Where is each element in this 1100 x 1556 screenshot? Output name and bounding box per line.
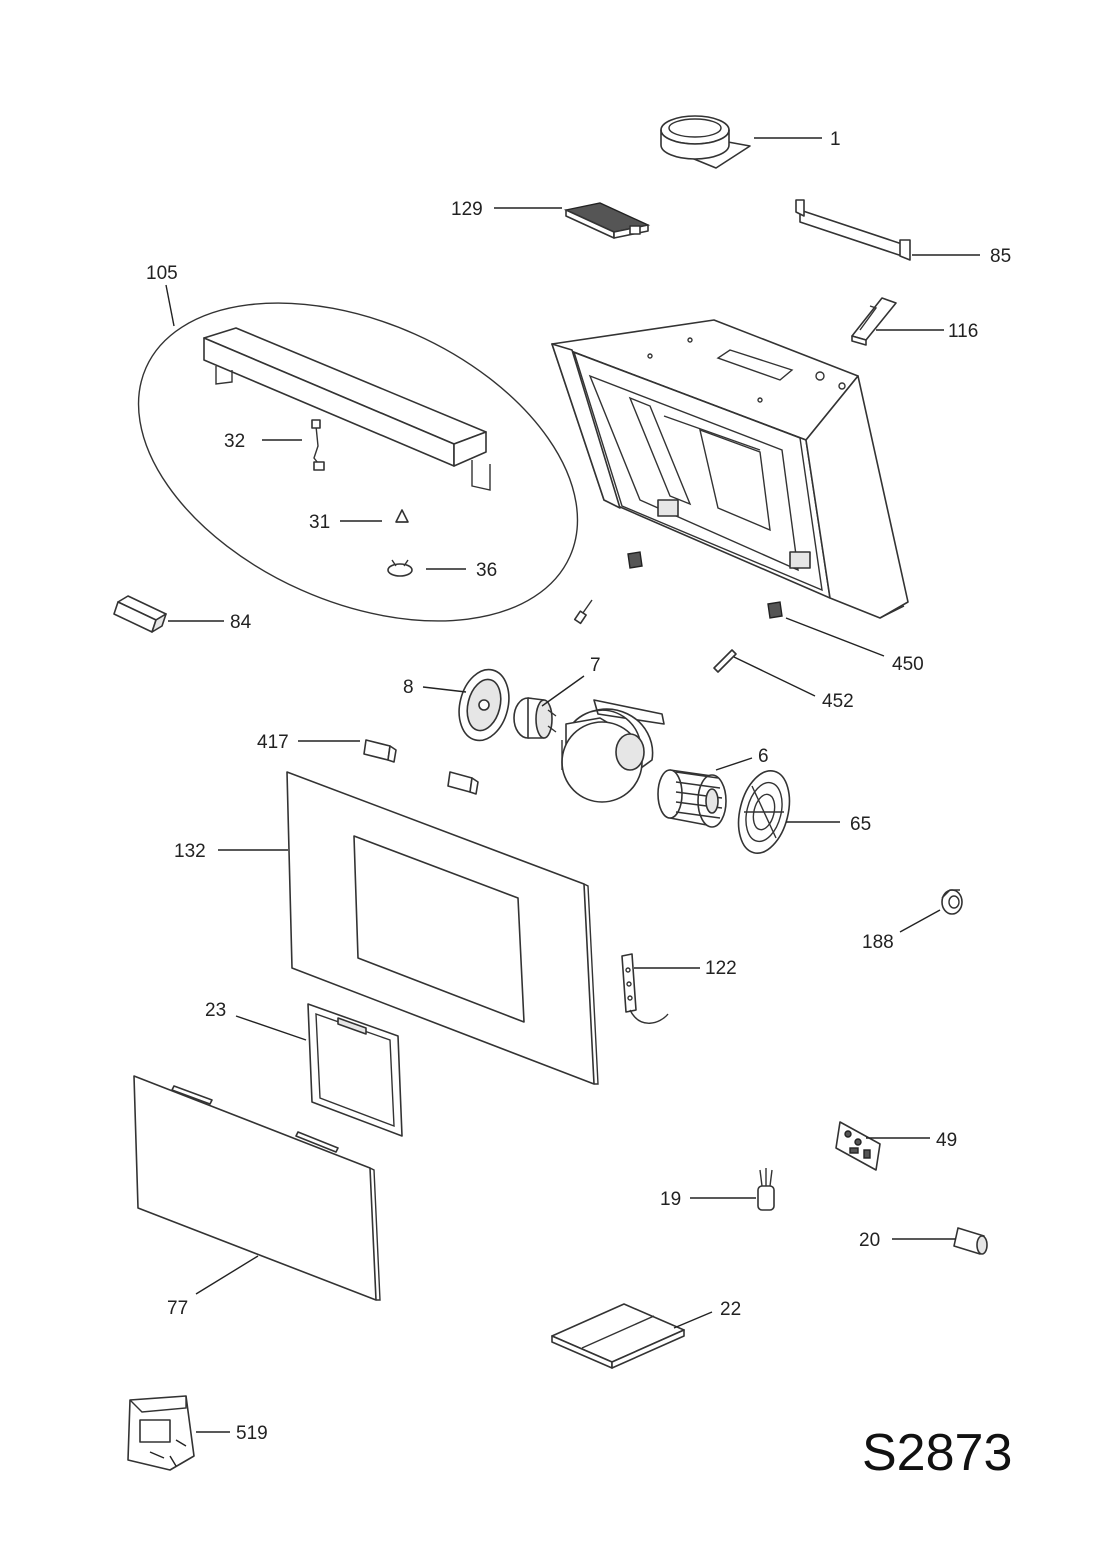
part-hinge-second: [447, 771, 479, 795]
callout-116: 116: [948, 321, 978, 342]
callout-19: 19: [660, 1189, 681, 1210]
part-7-motor: [513, 697, 557, 739]
leader-8: [422, 686, 467, 693]
callout-22: 22: [720, 1299, 741, 1320]
part-body-clip: [627, 551, 643, 569]
callout-8: 8: [403, 677, 414, 698]
part-20-lamp: [953, 1227, 988, 1255]
callout-105: 105: [146, 263, 178, 284]
callout-49: 49: [936, 1130, 957, 1151]
part-105-light-bar: [203, 327, 491, 491]
callout-129: 129: [451, 199, 483, 220]
leader-7: [541, 675, 585, 707]
callout-36: 36: [476, 560, 497, 581]
part-132-frame-panel: [286, 771, 599, 1085]
callout-122: 122: [705, 958, 737, 979]
part-65-fan-guard: [737, 770, 791, 854]
callout-188: 188: [862, 932, 894, 953]
callout-84: 84: [230, 612, 252, 633]
part-49-circuit-board: [835, 1121, 881, 1171]
callout-20: 20: [859, 1230, 880, 1251]
callout-23: 23: [205, 1000, 226, 1021]
callout-1: 1: [830, 129, 841, 150]
part-19-capacitor: [757, 1168, 775, 1211]
callout-65: 65: [850, 814, 871, 835]
leader-23: [235, 1015, 307, 1041]
part-hinge-pin: [573, 599, 593, 625]
callout-85: 85: [990, 246, 1011, 267]
part-85-bracket: [795, 199, 911, 261]
part-23-grease-filter: [307, 1003, 403, 1137]
callout-32: 32: [224, 431, 245, 452]
hood-body-chassis: [551, 319, 909, 619]
part-8-motor-plate: [458, 668, 510, 742]
part-32-wire-connector: [311, 419, 325, 471]
callout-31: 31: [309, 512, 330, 533]
group-105-outline: [137, 302, 579, 622]
part-1-outlet-collar: [660, 115, 751, 169]
part-129-carbon-filter: [563, 202, 651, 239]
callout-7: 7: [590, 655, 601, 676]
part-452-pin: [713, 649, 737, 673]
callout-450: 450: [892, 654, 924, 675]
callout-6: 6: [758, 746, 769, 767]
leader-6: [715, 757, 753, 771]
leader-22: [673, 1311, 713, 1329]
leader-188: [899, 909, 941, 933]
part-188-grommet: [941, 889, 963, 915]
leader-105: [165, 284, 175, 327]
part-84-switch-housing: [113, 595, 167, 633]
callout-417: 417: [257, 732, 289, 753]
part-blower-housing: [561, 699, 665, 803]
callout-452: 452: [822, 691, 854, 712]
part-22-manual: [551, 1303, 685, 1369]
callout-77: 77: [167, 1298, 188, 1319]
part-519-screw-bag: [127, 1395, 195, 1471]
callout-132: 132: [174, 841, 206, 862]
leader-452: [733, 656, 816, 697]
part-31-cap: [395, 509, 409, 523]
part-450-clip: [767, 601, 783, 619]
part-116-hook-bracket: [851, 297, 897, 346]
diagram-code-label: S2873: [862, 1424, 1012, 1482]
part-6-fan-wheel: [657, 769, 727, 828]
part-122-control-strip: [621, 953, 669, 1024]
part-77-front-glass: [133, 1075, 381, 1301]
callout-519: 519: [236, 1423, 268, 1444]
leader-450: [785, 617, 885, 657]
part-417-hinge: [363, 739, 397, 763]
part-36-lamp-holder: [387, 559, 413, 577]
leader-77: [195, 1255, 259, 1295]
